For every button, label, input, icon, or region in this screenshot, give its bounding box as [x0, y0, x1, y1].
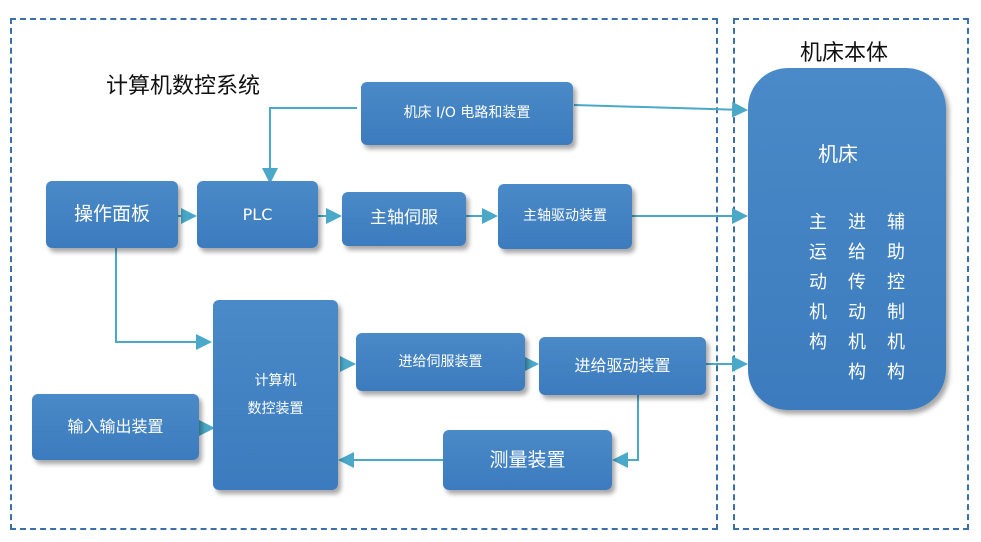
machine-body-frame: [733, 18, 969, 530]
operation-panel-box: 操作面板: [46, 181, 178, 248]
measurement-box: 测量装置: [443, 430, 612, 490]
feed-servo-box: 进给伺服装置: [356, 333, 525, 391]
cnc-system-frame: [10, 18, 718, 530]
feed-drive-box: 进给驱动装置: [539, 337, 706, 395]
mechanism-feed-transmission: 进给传动机构: [848, 212, 866, 383]
machine-body-title: 机床本体: [800, 41, 889, 66]
io-device-box: 输入输出装置: [32, 394, 199, 460]
spindle-servo-box: 主轴伺服: [342, 192, 466, 246]
arrow-feed-drive-to-measurement: [612, 395, 639, 468]
cnc-system-title: 计算机数控系统: [106, 74, 261, 99]
machine-title: 机床: [818, 142, 858, 166]
arrow-io-plc: [262, 107, 357, 184]
mechanism-main-motion: 主运动机构: [809, 212, 827, 353]
machine-box: [748, 68, 946, 410]
spindle-drive-box: 主轴驱动装置: [498, 184, 632, 249]
arrow-panel-to-cnc: [115, 248, 212, 350]
mechanism-auxiliary-control: 辅助控制机构: [887, 212, 905, 383]
plc-box: PLC: [197, 181, 318, 248]
cnc-device-box: 计算机 数控装置: [213, 300, 338, 490]
arrow-io-circuit-to-machine: [573, 101, 748, 118]
io-circuit-box: 机床 I/O 电路和装置: [361, 82, 573, 145]
